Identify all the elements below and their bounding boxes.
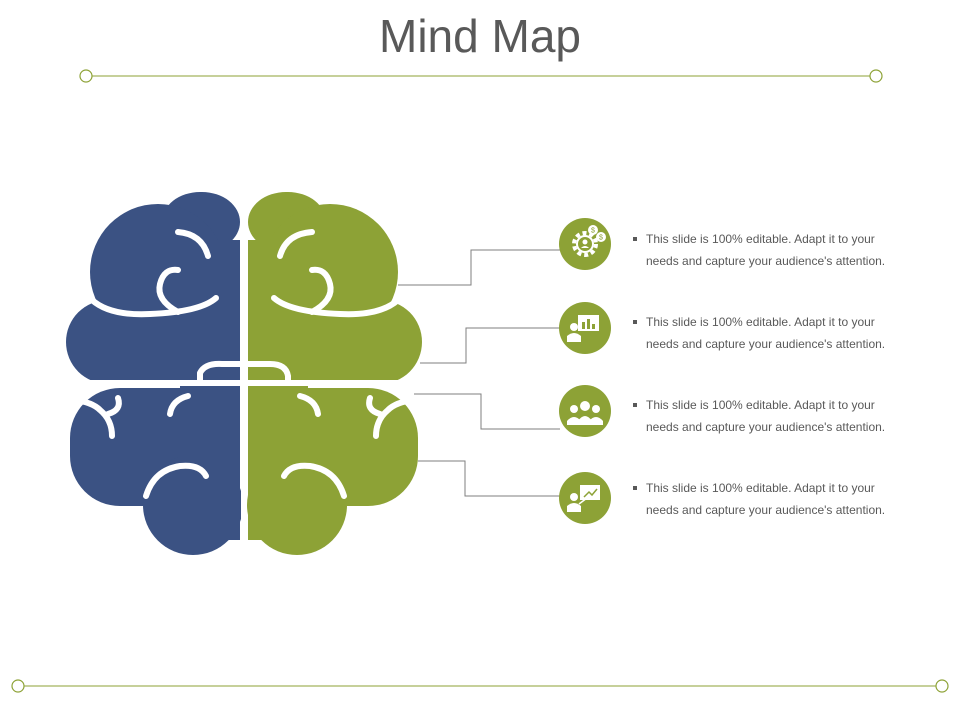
svg-text:$: $ (591, 228, 595, 235)
bullet-item-4: This slide is 100% editable. Adapt it to… (633, 477, 933, 521)
connector-1 (398, 249, 560, 286)
brain (59, 183, 433, 563)
presenter-growth-icon (559, 472, 611, 524)
page-title: Mind Map (379, 10, 581, 62)
connector-lines (398, 249, 560, 497)
bullet-marker (633, 403, 637, 407)
connector-3 (414, 393, 560, 430)
bullet-item-2: This slide is 100% editable. Adapt it to… (633, 311, 933, 355)
brain-left-hemisphere (66, 192, 243, 555)
bullet-text: This slide is 100% editable. Adapt it to… (646, 481, 886, 517)
brain-seams (59, 183, 433, 563)
gear-dollar-icon: $ $ (559, 218, 611, 270)
bullet-text: This slide is 100% editable. Adapt it to… (646, 398, 886, 434)
presentation-chart-icon (559, 302, 611, 354)
svg-text:$: $ (599, 235, 603, 242)
bullet-marker (633, 486, 637, 490)
top-rule (79, 69, 883, 83)
bullet-text: This slide is 100% editable. Adapt it to… (646, 232, 886, 268)
bullet-item-3: This slide is 100% editable. Adapt it to… (633, 394, 933, 438)
bullet-text: This slide is 100% editable. Adapt it to… (646, 315, 886, 351)
connector-4 (418, 460, 560, 497)
bullet-marker (633, 320, 637, 324)
icon-nodes: $ $ (559, 218, 611, 524)
bullet-item-1: This slide is 100% editable. Adapt it to… (633, 228, 933, 272)
bullet-marker (633, 237, 637, 241)
team-icon (559, 385, 611, 437)
connector-2 (420, 327, 560, 364)
brain-right-hemisphere (247, 192, 422, 555)
bottom-rule (11, 679, 949, 693)
